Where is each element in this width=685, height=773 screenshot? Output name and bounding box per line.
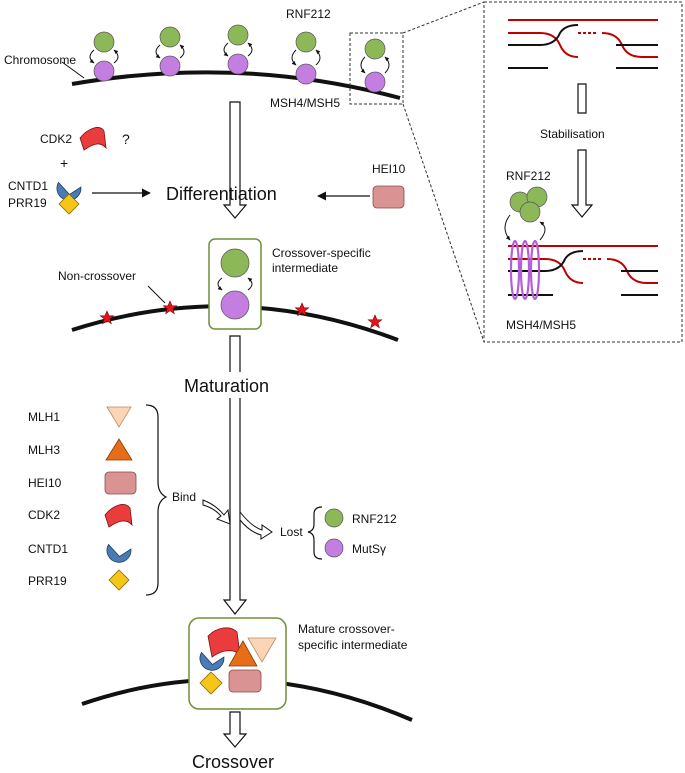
bind-label: Bind (172, 490, 196, 504)
star-icon (99, 310, 115, 325)
green-circle-icon (93, 31, 115, 53)
rnf212-msh45-pair (155, 26, 185, 77)
question-mark: ? (122, 131, 130, 147)
cdk2-label: CDK2 (40, 132, 72, 146)
rnf212-msh45-pair-zoom (360, 38, 390, 93)
purple-circle-icon (227, 53, 249, 75)
mature-line1: Mature crossover- (298, 622, 395, 636)
prr19-list-label: PRR19 (28, 574, 67, 588)
green-circle-icon (519, 201, 541, 223)
non-crossover-stars (99, 300, 383, 329)
rnf212-msh45-pair (89, 31, 119, 82)
rounded-rect-icon (104, 471, 137, 495)
purple-circle-icon (324, 538, 344, 558)
green-circle-icon (227, 24, 249, 46)
purple-circle-icon (159, 55, 181, 77)
pacman-icon (199, 651, 225, 671)
zoom-leader-bottom (402, 103, 485, 343)
triangle-up-icon (228, 640, 258, 667)
triangle-down-icon (106, 406, 132, 428)
rnf212-msh45-pair (291, 31, 321, 85)
diamond-icon (108, 569, 130, 591)
top-chromosome (71, 70, 401, 100)
rnf212-inset-label: RNF212 (506, 169, 551, 183)
curved-wedge-icon (104, 504, 133, 528)
mlh1-label: MLH1 (28, 410, 60, 424)
stabilisation-arrow (570, 83, 594, 218)
triangle-up-icon (105, 438, 133, 461)
lost-arrow (239, 510, 273, 540)
bind-arrow (202, 499, 231, 525)
green-circle-icon (159, 26, 181, 48)
mlh3-label: MLH3 (28, 443, 60, 457)
mature-line2: specific intermediate (298, 638, 408, 652)
main-arrow-3 (222, 711, 248, 748)
ring-icon (509, 239, 521, 301)
purple-circle-icon (364, 71, 386, 93)
star-icon (162, 300, 178, 315)
rnf212-msh45-pair (223, 24, 253, 75)
lost-brace (307, 506, 323, 560)
msh45-top-label: MSH4/MSH5 (270, 96, 340, 110)
prr19-label: PRR19 (8, 196, 47, 210)
green-circle-icon (364, 38, 386, 60)
stabilisation-label: Stabilisation (540, 127, 605, 141)
zoom-box (349, 32, 404, 105)
cdk2-list-label: CDK2 (28, 508, 60, 522)
star-icon (367, 314, 383, 329)
non-crossover-leader (147, 285, 166, 304)
star-icon (294, 302, 310, 317)
lost-label: Lost (280, 525, 303, 539)
rounded-rect-icon (372, 185, 405, 209)
msh45-inset-label: MSH4/MSH5 (506, 318, 576, 332)
zoom-leader-top (402, 1, 485, 34)
mutsg-lost-label: MutSγ (352, 542, 386, 556)
crossover-specific-line2: intermediate (272, 261, 338, 275)
rnf212-top-label: RNF212 (286, 7, 331, 21)
ring-icon (519, 239, 531, 301)
non-crossover-label: Non-crossover (58, 269, 136, 283)
rounded-rect-icon (228, 669, 262, 693)
bind-brace (145, 404, 168, 596)
main-arrow-1 (222, 101, 248, 219)
hei10-list-label: HEI10 (28, 476, 62, 490)
purple-circle-icon (295, 63, 317, 85)
maturation-title: Maturation (184, 376, 269, 396)
hei10-top-label: HEI10 (372, 162, 406, 176)
cntd1-list-label: CNTD1 (28, 542, 68, 556)
green-circle-icon (324, 508, 344, 528)
plus-sign: + (60, 155, 68, 171)
diamond-icon (199, 671, 223, 695)
crossover-title: Crossover (192, 752, 274, 772)
purple-circle-icon (93, 60, 115, 82)
cntd1-label: CNTD1 (8, 179, 48, 193)
rnf212-lost-label: RNF212 (352, 512, 397, 526)
dna-schematic-top (508, 19, 658, 69)
differentiation-title: Differentiation (166, 184, 277, 204)
purple-circle-icon (220, 290, 250, 320)
chromosome-leader-line (61, 61, 85, 79)
green-circle-icon (295, 31, 317, 53)
chromosome-label: Chromosome (4, 53, 76, 67)
green-circle-icon (220, 248, 250, 278)
msh45-clamp-rings (509, 239, 541, 301)
pacman-icon (106, 543, 132, 563)
curved-wedge-icon (79, 127, 107, 151)
crossover-specific-line1: Crossover-specific (272, 246, 371, 260)
ring-icon (529, 239, 541, 301)
diamond-icon (58, 193, 80, 215)
triangle-down-icon (247, 637, 277, 663)
